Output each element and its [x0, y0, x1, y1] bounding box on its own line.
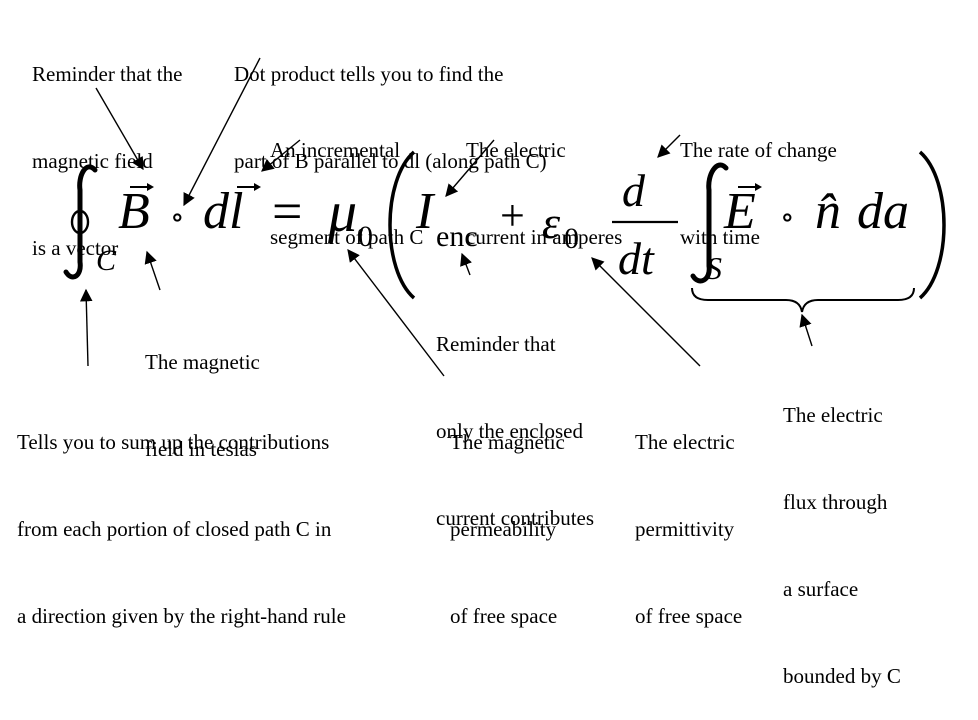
eq-plus-sign: +	[500, 191, 525, 240]
eq-mu-subscript: 0	[358, 220, 373, 253]
eq-dot-operator-1: ∘	[170, 201, 185, 234]
vector-arrow-over-e-icon	[738, 183, 762, 191]
eq-dot-operator-2: ∘	[780, 201, 795, 234]
eq-current-symbol: I	[416, 183, 434, 240]
eq-mu-symbol: μ	[328, 179, 358, 244]
annotation-incremental-segment: An incremental segment of path C	[270, 138, 424, 249]
arrow-closed-path-sum	[80, 288, 93, 367]
arrow-enclosed-current	[460, 252, 472, 276]
annotation-electric-current: The electric current in amperes	[466, 138, 623, 249]
eq-magnetic-field-symbol: B	[118, 183, 150, 240]
eq-unit-normal-symbol: n̂	[815, 183, 841, 240]
arrow-permeability	[347, 248, 445, 377]
eq-electric-field-symbol: E	[724, 183, 756, 240]
vector-arrow-over-b-icon	[130, 183, 154, 191]
arrow-electric-current	[445, 139, 495, 197]
arrow-electric-flux	[799, 313, 813, 347]
left-parenthesis-icon	[388, 150, 416, 300]
arrow-permittivity	[591, 257, 701, 367]
eq-epsilon-subscript: 0	[564, 222, 579, 255]
eq-epsilon-symbol: ε	[542, 197, 561, 248]
eq-path-subscript: C	[96, 244, 117, 277]
closed-integral-sign-icon	[63, 164, 98, 280]
arrow-vector-reminder	[95, 87, 144, 171]
eq-area-element-symbol: da	[857, 183, 909, 240]
arrow-rate-of-change	[657, 134, 681, 158]
arrow-dot-product	[183, 57, 261, 207]
right-parenthesis-icon	[918, 150, 946, 300]
eq-derivative-denominator: dt	[618, 233, 654, 284]
annotation-rate-of-change: The rate of change with time	[680, 138, 837, 249]
annotation-dot-product: Dot product tells you to find the part o…	[234, 62, 547, 173]
flux-underbrace-icon	[691, 287, 915, 313]
eq-derivative-numerator: d	[622, 165, 645, 216]
diagram-graphics	[63, 57, 946, 377]
surface-integral-sign-icon	[690, 162, 729, 284]
eq-equals-sign: =	[272, 181, 303, 241]
eq-path-element-symbol: dl	[203, 183, 244, 240]
annotation-magnetic-field: The magnetic field in teslas	[145, 350, 260, 461]
eq-current-subscript: enc	[436, 220, 478, 253]
vector-arrow-over-dl-icon	[237, 183, 261, 191]
arrow-incremental-segment	[261, 139, 301, 172]
arrow-magnetic-field	[144, 250, 161, 291]
